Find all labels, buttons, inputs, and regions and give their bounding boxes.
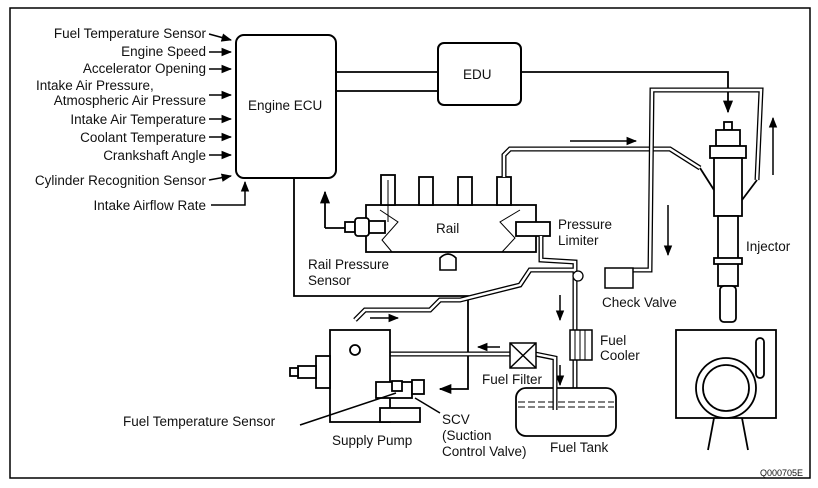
fuel-cooler-body	[569, 329, 593, 361]
input-label-accelerator-opening: Accelerator Opening	[82, 61, 206, 76]
supply-pump-label: Supply Pump	[332, 433, 413, 448]
rail-label: Rail	[436, 221, 460, 236]
scv-label-2: (Suction	[442, 428, 492, 443]
fuel-cooler-label-1: Fuel	[600, 333, 627, 348]
scv-label-1: SCV	[442, 412, 470, 427]
fuel-tank-body	[515, 387, 617, 437]
input-label-intake-air-temperature: Intake Air Temperature	[70, 112, 206, 127]
input-label-atmospheric-air-pressure: Atmospheric Air Pressure	[53, 93, 206, 108]
check-valve-body	[604, 267, 634, 289]
fuel-tank-label: Fuel Tank	[550, 440, 609, 455]
supply-pump-body	[289, 329, 425, 423]
rail-assembly	[344, 174, 551, 253]
fuel-filter-label: Fuel Filter	[482, 372, 543, 387]
input-label-coolant-temperature: Coolant Temperature	[80, 130, 206, 145]
edu-label: EDU	[463, 67, 492, 82]
pressure-limiter-label-1: Pressure	[558, 217, 613, 232]
diagram-frame	[9, 7, 811, 479]
rail-pressure-sensor-label-1: Rail Pressure	[308, 257, 390, 272]
rail-pressure-sensor-label-2: Sensor	[308, 273, 351, 288]
edu-box	[437, 42, 522, 106]
input-label-fuel-temperature-sensor: Fuel Temperature Sensor	[53, 26, 206, 41]
check-valve-label: Check Valve	[602, 295, 677, 310]
figure-code: Q000705E	[760, 468, 804, 478]
engine-ecu-label: Engine ECU	[248, 98, 323, 113]
piston	[675, 329, 777, 451]
scv-label-3: Control Valve)	[442, 444, 527, 459]
input-label-engine-speed: Engine Speed	[121, 44, 206, 59]
fuel-cooler-label-2: Cooler	[600, 348, 640, 363]
input-label-intake-air-pressure: Intake Air Pressure,	[36, 78, 154, 93]
input-label-intake-airflow-rate: Intake Airflow Rate	[93, 198, 206, 213]
engine-ecu-box	[235, 34, 337, 179]
injector-label: Injector	[746, 239, 791, 254]
ecu-input-arrows	[208, 33, 250, 206]
pressure-limiter-label-2: Limiter	[558, 233, 599, 248]
input-label-cylinder-recognition-sensor: Cylinder Recognition Sensor	[34, 173, 206, 188]
input-label-crankshaft-angle: Crankshaft Angle	[103, 148, 206, 163]
injector-body	[699, 121, 758, 323]
pump-fuel-temperature-sensor-label: Fuel Temperature Sensor	[123, 414, 276, 429]
